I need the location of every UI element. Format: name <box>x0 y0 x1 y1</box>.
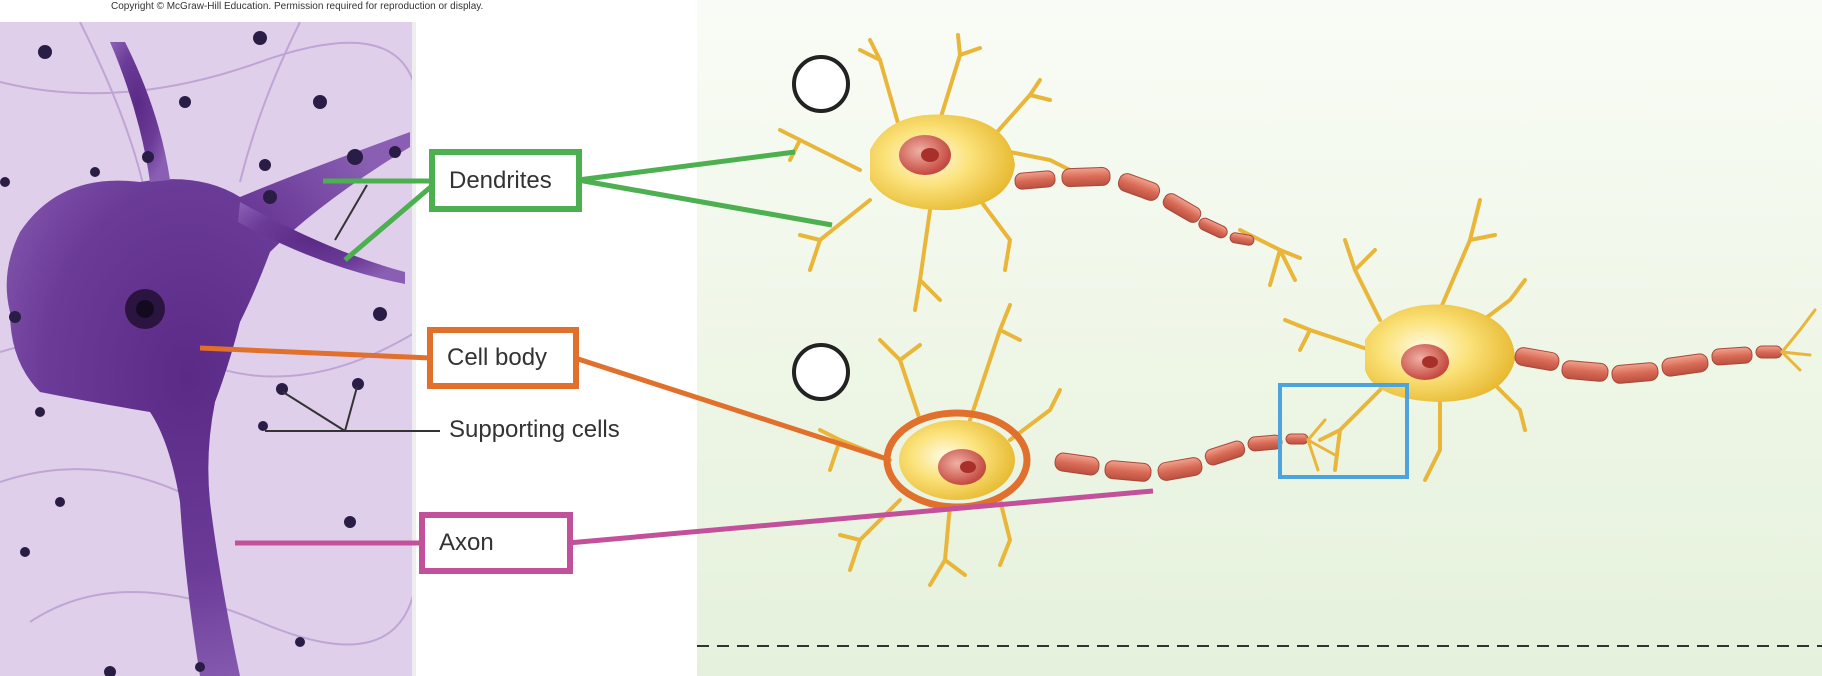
cell-body-label-text: Cell body <box>447 344 548 371</box>
axon-right <box>1514 345 1783 384</box>
supporting-cells-label: Supporting cells <box>449 416 620 443</box>
dendrites-leader-lines <box>323 149 833 262</box>
dendrites-label-text: Dendrites <box>449 166 552 194</box>
axon-label: Axon <box>419 512 573 574</box>
illustration-background <box>697 0 1822 676</box>
cell-body-label: Cell body <box>427 327 579 389</box>
marker-circle-top <box>792 55 850 113</box>
axon-top <box>1014 166 1255 246</box>
marker-circle-bottom <box>792 343 850 401</box>
axon-label-text: Axon <box>439 529 494 556</box>
copyright-notice: Copyright © McGraw-Hill Education. Permi… <box>111 1 484 12</box>
neuron-top <box>778 33 1302 312</box>
axon-bottom <box>1054 433 1309 482</box>
neuron-micrograph <box>0 22 416 676</box>
supporting-cells-leader-lines <box>265 184 440 432</box>
dendrites-label: Dendrites <box>429 149 582 212</box>
axon-leader-lines <box>235 488 1154 546</box>
synapse-highlight-box <box>1278 383 1409 479</box>
cell-body-leader-lines <box>199 345 891 463</box>
